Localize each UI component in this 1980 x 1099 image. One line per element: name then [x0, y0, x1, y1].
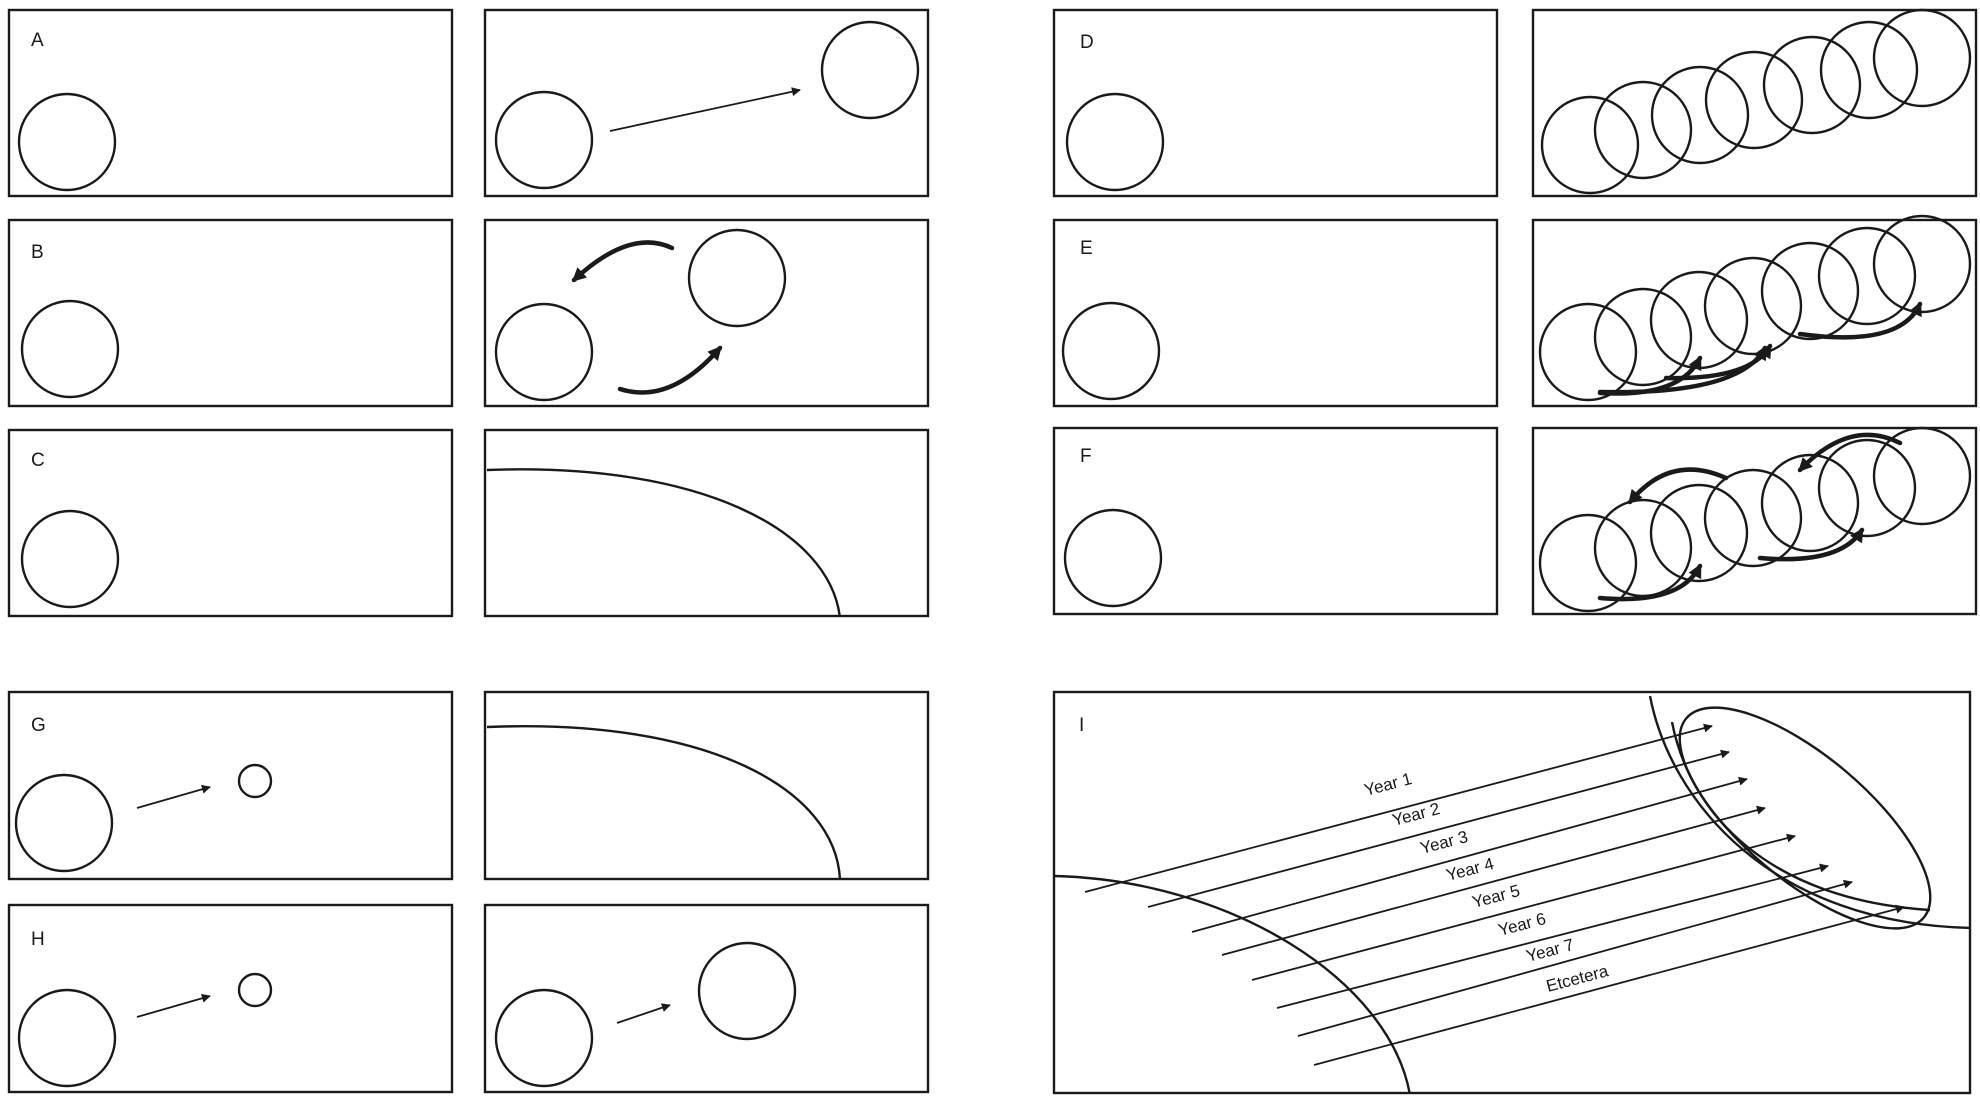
moved-circle: [697, 941, 797, 1041]
overlapping-circle: [1817, 226, 1917, 326]
overlapping-circle: [1538, 513, 1638, 613]
panel-g-left: G: [7, 690, 454, 881]
initial-circle: [17, 988, 117, 1088]
overlapping-circle: [1872, 214, 1972, 314]
panel-a-right: [483, 8, 930, 198]
panel-label-c: C: [31, 450, 45, 471]
return-arrow-upper: [1797, 432, 1903, 473]
initial-circle: [17, 92, 117, 192]
panel-i: I Year 1 Year 2 Year 3 Year 4 Year 5: [1052, 690, 1972, 1095]
panel-c-left: C: [7, 428, 454, 618]
shrunk-circle: [237, 972, 273, 1008]
panel-h-left: H: [7, 903, 454, 1094]
start-circle: [494, 988, 594, 1088]
panel-b-right: [483, 218, 930, 408]
panel-b-left: B: [7, 218, 454, 408]
overlapping-circle: [1817, 438, 1917, 538]
destination-ellipse: [1678, 706, 1932, 930]
panel-e-left: E: [1052, 218, 1499, 408]
overlapping-circle: [1650, 65, 1750, 165]
return-arrow: [1663, 343, 1773, 381]
panel-label-f: F: [1080, 446, 1092, 467]
overlapping-circle: [1593, 80, 1693, 180]
panel-e-right: [1531, 214, 1978, 408]
shrunk-circle: [237, 763, 273, 799]
start-circle: [494, 302, 594, 402]
overlapping-circle: [1872, 8, 1972, 108]
initial-circle: [14, 773, 114, 873]
initial-circle: [20, 299, 120, 399]
overlapping-circle: [1538, 302, 1638, 402]
overlapping-circle: [1649, 483, 1749, 583]
panel-label-i: I: [1079, 715, 1084, 736]
movement-arrow: [616, 1003, 671, 1024]
overlapping-circle: [1872, 426, 1972, 526]
overlapping-circle: [1704, 50, 1804, 150]
panel-f-right: [1531, 426, 1978, 616]
panel-f-left: F: [1052, 426, 1499, 616]
movement-arrow: [609, 87, 801, 132]
panel-label-d: D: [1080, 32, 1094, 53]
origin-boundary-curve: [1053, 874, 1411, 1093]
overlapping-circle: [1703, 468, 1803, 568]
overlapping-circle: [1762, 35, 1862, 135]
return-arrow-upper: [1627, 467, 1729, 505]
edge-curve: [486, 725, 842, 879]
shrink-arrow: [136, 784, 211, 809]
return-circle: [687, 228, 787, 328]
panel-d-right: [1531, 8, 1978, 198]
panel-label-e: E: [1080, 238, 1093, 259]
panel-c-right: [483, 428, 930, 618]
panel-label-g: G: [31, 715, 46, 736]
overlapping-circle: [1760, 453, 1860, 553]
return-arrow-lower: [1757, 527, 1865, 562]
panel-label-b: B: [31, 242, 44, 263]
panel-d-left: D: [1052, 8, 1499, 198]
panel-label-h: H: [31, 929, 45, 950]
overlapping-circle: [1593, 287, 1693, 387]
overlapping-circle: [1540, 95, 1640, 195]
overlapping-circle: [1760, 241, 1860, 341]
return-arrow-lower: [617, 345, 723, 395]
return-arrow-lower: [1597, 563, 1703, 602]
panel-g-right: [483, 690, 930, 881]
initial-circle: [1063, 508, 1163, 608]
panel-a-left: A: [7, 8, 454, 198]
panel-h-right: [483, 903, 930, 1094]
edge-curve: [486, 468, 841, 616]
return-arrow-upper: [571, 240, 675, 283]
panel-label-a: A: [31, 30, 44, 51]
overlapping-circle: [1703, 256, 1803, 356]
initial-circle: [1065, 92, 1165, 192]
initial-circle: [1061, 301, 1161, 401]
return-arrow: [1797, 301, 1923, 340]
start-circle: [494, 90, 594, 190]
overlapping-circle: [1819, 20, 1919, 120]
shrink-arrow: [136, 993, 211, 1018]
moved-circle: [820, 20, 920, 120]
initial-circle: [20, 509, 120, 609]
